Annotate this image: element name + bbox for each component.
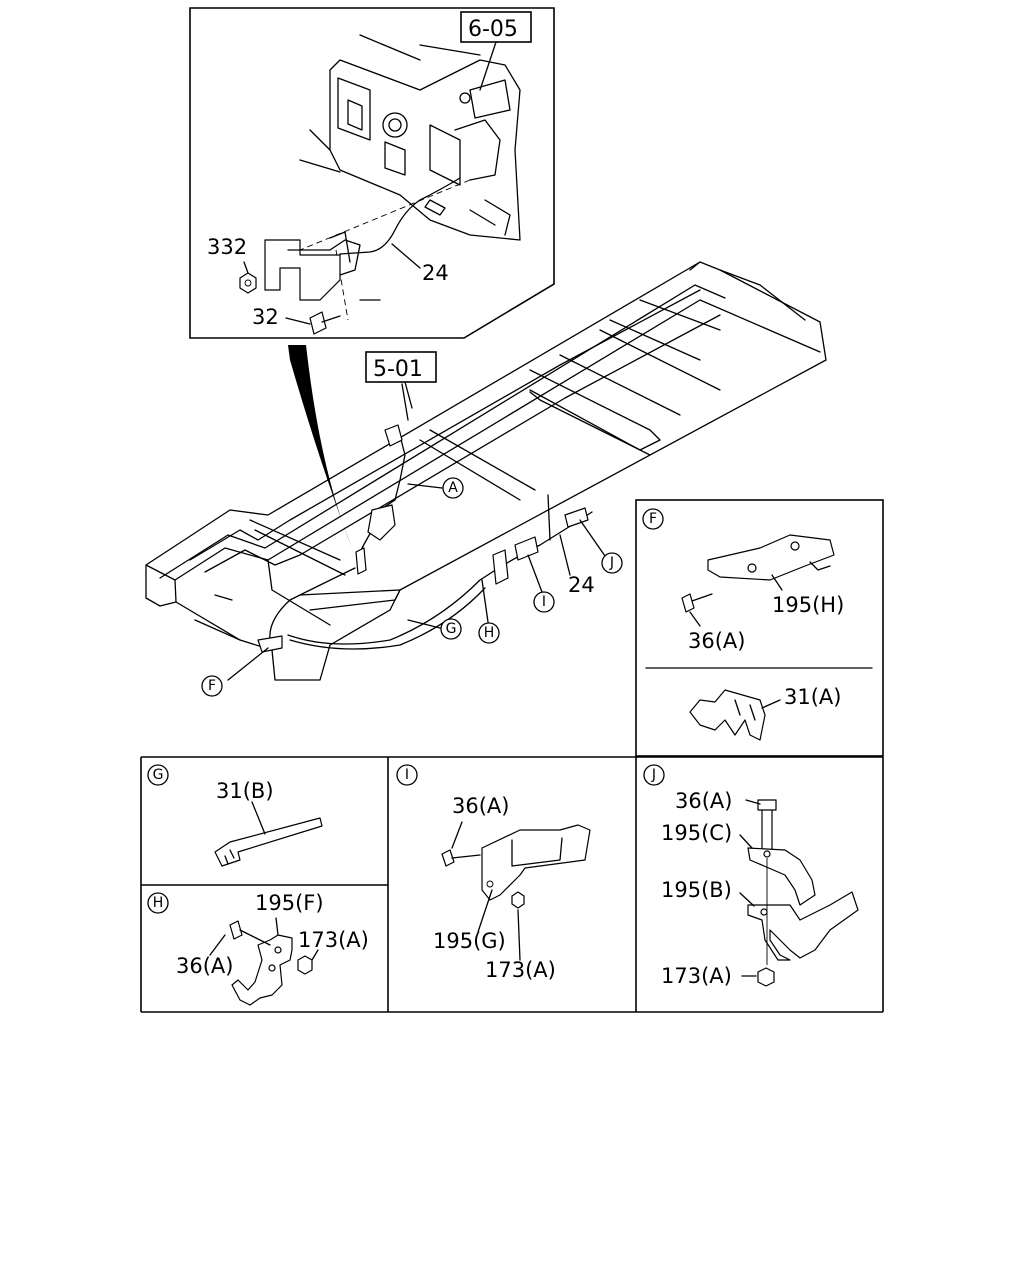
label-i-36a: 36(A) <box>452 794 509 818</box>
callout-h-panel: H <box>147 892 169 914</box>
svg-text:I: I <box>542 594 546 610</box>
callout-j-panel: J <box>643 764 665 786</box>
label-j-173a: 173(A) <box>661 964 732 988</box>
panel-f <box>635 499 884 757</box>
label-j-36a: 36(A) <box>675 789 732 813</box>
label-h-195f: 195(F) <box>255 891 324 915</box>
ref-6-05: 6-05 <box>468 17 518 42</box>
svg-text:J: J <box>609 555 614 571</box>
label-f-195h: 195(H) <box>772 593 844 617</box>
label-j-195c: 195(C) <box>661 821 732 845</box>
svg-text:G: G <box>153 767 164 783</box>
callout-g-panel: G <box>147 764 169 786</box>
panel-g <box>214 801 323 867</box>
label-h-36a: 36(A) <box>176 954 233 978</box>
label-h-173a: 173(A) <box>298 928 369 952</box>
label-g-31b: 31(B) <box>216 779 274 803</box>
inset-pointer <box>288 345 352 548</box>
label-24-top: 24 <box>422 261 449 285</box>
callout-g-main[interactable]: G <box>440 618 462 640</box>
ref-5-01: 5-01 <box>373 357 423 382</box>
callout-i-panel: I <box>396 764 418 786</box>
panel-j <box>739 799 859 987</box>
callout-i-main[interactable]: I <box>533 591 555 613</box>
svg-text:H: H <box>484 625 495 641</box>
svg-text:F: F <box>208 678 216 694</box>
callout-f-main[interactable]: F <box>201 675 223 697</box>
callout-j-main[interactable]: J <box>601 552 623 574</box>
label-f-31a: 31(A) <box>784 685 841 709</box>
label-i-195g: 195(G) <box>433 929 506 953</box>
panel-h <box>209 917 319 1006</box>
svg-text:I: I <box>405 767 409 783</box>
label-i-173a: 173(A) <box>485 958 556 982</box>
callout-h-main[interactable]: H <box>478 622 500 644</box>
main-frame <box>145 261 827 681</box>
svg-text:J: J <box>651 767 656 783</box>
svg-text:H: H <box>153 895 164 911</box>
label-32: 32 <box>252 305 279 329</box>
ref-box-6-05 <box>460 11 532 43</box>
top-inset <box>189 7 555 339</box>
panel-i <box>441 821 591 961</box>
label-j-195b: 195(B) <box>661 878 732 902</box>
svg-text:F: F <box>649 511 657 527</box>
svg-text:G: G <box>446 621 457 637</box>
bottom-grid <box>140 756 884 1013</box>
label-f-36a: 36(A) <box>688 629 745 653</box>
label-24-main: 24 <box>568 573 595 597</box>
svg-text:A: A <box>448 480 458 496</box>
callout-f-panel: F <box>642 508 664 530</box>
callout-a[interactable]: A <box>442 477 464 499</box>
label-332: 332 <box>207 235 247 259</box>
ref-box-5-01 <box>365 351 437 383</box>
